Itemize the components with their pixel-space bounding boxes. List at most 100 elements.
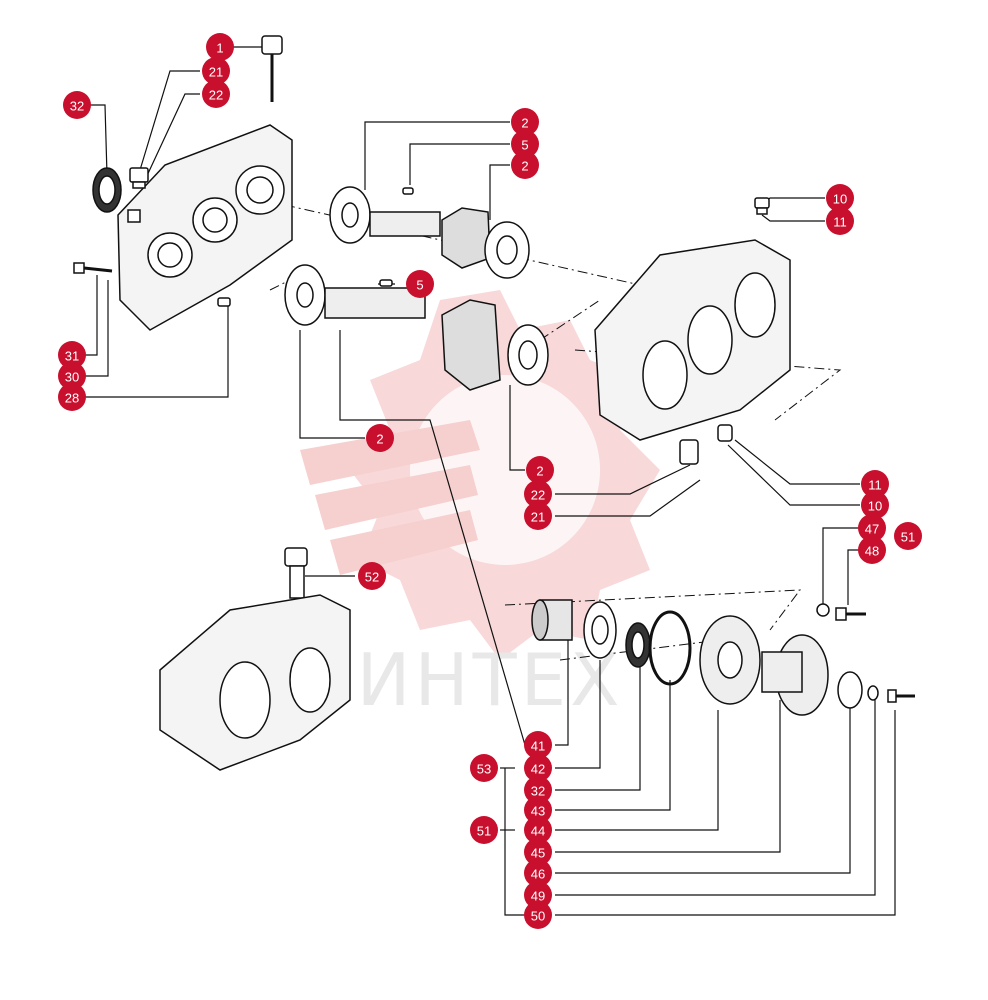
callout-circle [524, 859, 552, 887]
callout-circle [58, 341, 86, 369]
callout-10[interactable]: 10 [861, 491, 889, 519]
callout-51[interactable]: 51 [470, 816, 498, 844]
callout-label: 10 [868, 499, 882, 514]
callout-circle [524, 731, 552, 759]
callout-circle [826, 207, 854, 235]
callout-label: 43 [531, 804, 545, 819]
callout-42[interactable]: 42 [524, 754, 552, 782]
callout-circle [202, 57, 230, 85]
callout-label: 2 [376, 432, 383, 447]
callout-2[interactable]: 2 [526, 456, 554, 484]
callout-2[interactable]: 2 [511, 151, 539, 179]
callout-label: 22 [209, 88, 223, 103]
callout-circle [524, 816, 552, 844]
callout-label: 21 [209, 65, 223, 80]
callout-30[interactable]: 30 [58, 362, 86, 390]
callout-label: 44 [531, 824, 545, 839]
callout-2[interactable]: 2 [511, 108, 539, 136]
callout-label: 2 [521, 159, 528, 174]
callout-label: 46 [531, 867, 545, 882]
callout-label: 5 [416, 278, 423, 293]
output-parts [531, 599, 915, 716]
callout-circle [858, 514, 886, 542]
callout-label: 53 [477, 762, 491, 777]
callout-label: 2 [536, 464, 543, 479]
callout-22[interactable]: 22 [524, 480, 552, 508]
callout-21[interactable]: 21 [202, 57, 230, 85]
callout-circle [858, 536, 886, 564]
callout-circle [524, 901, 552, 929]
callout-label: 45 [531, 846, 545, 861]
callout-circle [202, 80, 230, 108]
callout-41[interactable]: 41 [524, 731, 552, 759]
callout-32[interactable]: 32 [63, 91, 91, 119]
plug-21-22-part [679, 439, 699, 465]
callout-label: 30 [65, 370, 79, 385]
callout-label: 51 [477, 824, 491, 839]
callout-1[interactable]: 1 [206, 33, 234, 61]
callout-circle [524, 796, 552, 824]
callout-circle [861, 491, 889, 519]
callout-circle [358, 562, 386, 590]
assembled-gearbox [159, 547, 351, 771]
callout-32[interactable]: 32 [524, 776, 552, 804]
breather-plug-part [261, 35, 283, 102]
callout-2[interactable]: 2 [366, 424, 394, 452]
callout-label: 48 [865, 544, 879, 559]
callout-51[interactable]: 51 [894, 522, 922, 550]
callout-circle [524, 776, 552, 804]
plug-10-11-part [754, 197, 770, 215]
bolt-part [73, 262, 113, 274]
callout-22[interactable]: 22 [202, 80, 230, 108]
callout-11[interactable]: 11 [826, 207, 854, 235]
callout-circle [511, 108, 539, 136]
callout-28[interactable]: 28 [58, 383, 86, 411]
leader-lines [75, 46, 896, 916]
callout-31[interactable]: 31 [58, 341, 86, 369]
callout-10[interactable]: 10 [826, 184, 854, 212]
callout-label: 50 [531, 909, 545, 924]
callout-21[interactable]: 21 [524, 502, 552, 530]
callout-46[interactable]: 46 [524, 859, 552, 887]
callout-43[interactable]: 43 [524, 796, 552, 824]
callout-circle [511, 151, 539, 179]
callout-44[interactable]: 44 [524, 816, 552, 844]
callout-circle [524, 480, 552, 508]
callout-label: 31 [65, 349, 79, 364]
callout-label: 5 [521, 138, 528, 153]
watermark-text: ИНТЕХ [357, 638, 624, 722]
callout-label: 10 [833, 192, 847, 207]
callout-5[interactable]: 5 [406, 270, 434, 298]
callout-label: 28 [65, 391, 79, 406]
callout-45[interactable]: 45 [524, 838, 552, 866]
callout-label: 52 [365, 570, 379, 585]
callout-48[interactable]: 48 [858, 536, 886, 564]
callout-label: 41 [531, 739, 545, 754]
callout-circle [366, 424, 394, 452]
callout-label: 47 [865, 522, 879, 537]
callout-49[interactable]: 49 [524, 881, 552, 909]
callout-circle [524, 502, 552, 530]
callout-label: 21 [531, 510, 545, 525]
oil-seal-part [92, 167, 122, 213]
callout-label: 49 [531, 889, 545, 904]
callout-circle [524, 838, 552, 866]
callout-5[interactable]: 5 [511, 130, 539, 158]
lower-shaft-assembly [284, 264, 549, 391]
callout-label: 22 [531, 488, 545, 503]
callout-11[interactable]: 11 [861, 470, 889, 498]
callout-53[interactable]: 53 [470, 754, 498, 782]
callout-circle [63, 91, 91, 119]
callout-label: 32 [531, 784, 545, 799]
callout-circle [58, 383, 86, 411]
parts [73, 35, 915, 771]
callout-label: 2 [521, 116, 528, 131]
callout-circle [58, 362, 86, 390]
callout-47[interactable]: 47 [858, 514, 886, 542]
callout-50[interactable]: 50 [524, 901, 552, 929]
left-housing-cover [117, 124, 293, 331]
callout-circle [861, 470, 889, 498]
callout-52[interactable]: 52 [358, 562, 386, 590]
callout-circle [526, 456, 554, 484]
